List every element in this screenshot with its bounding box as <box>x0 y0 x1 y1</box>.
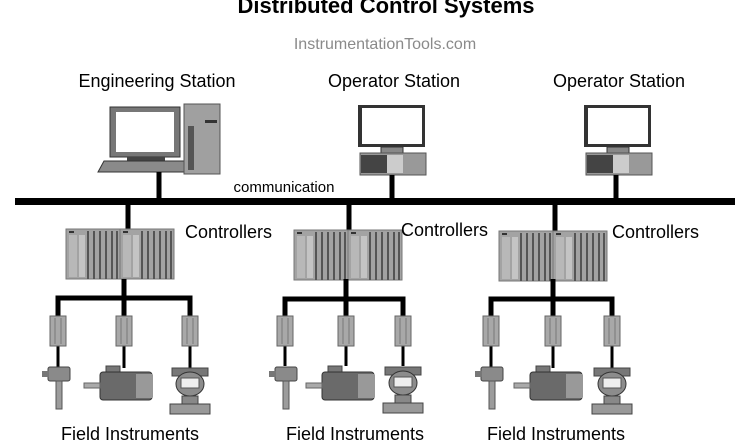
diagram-title: Distributed Control Systems <box>237 0 534 18</box>
bus-label: communication <box>234 179 335 196</box>
transmitter-icon <box>382 366 424 414</box>
valve-icon <box>268 366 298 410</box>
transmitter-icon <box>591 367 633 415</box>
controllers-label-3: Controllers <box>612 222 699 242</box>
transmitter-icon <box>169 367 211 415</box>
station-label-operator-2: Operator Station <box>553 71 685 91</box>
engineering-station-icon <box>97 103 221 175</box>
controller-rack-icon <box>498 230 608 282</box>
valve-icon <box>474 366 504 410</box>
operator-station-icon <box>358 105 427 176</box>
field-instruments-label-3: Field Instruments <box>487 424 625 444</box>
watermark: InstrumentationTools.com <box>294 36 476 53</box>
operator-station-icon <box>584 105 653 176</box>
controller-rack-icon <box>293 229 403 281</box>
motor-icon <box>513 365 583 401</box>
station-label-operator-1: Operator Station <box>328 71 460 91</box>
field-branch-3 <box>488 279 615 368</box>
communication-bus <box>15 198 735 205</box>
io-module-icon <box>49 315 621 347</box>
field-branch-2 <box>282 279 406 366</box>
valve-icon <box>41 366 71 410</box>
station-label-engineering: Engineering Station <box>78 71 235 91</box>
controllers-label-1: Controllers <box>185 222 272 242</box>
motor-icon <box>83 365 153 401</box>
field-instruments-label-2: Field Instruments <box>286 424 424 444</box>
field-branch-1 <box>55 279 193 368</box>
motor-icon <box>305 365 375 401</box>
controller-rack-icon <box>65 228 175 280</box>
field-instruments-label-1: Field Instruments <box>61 424 199 444</box>
controllers-label-2: Controllers <box>401 220 488 240</box>
